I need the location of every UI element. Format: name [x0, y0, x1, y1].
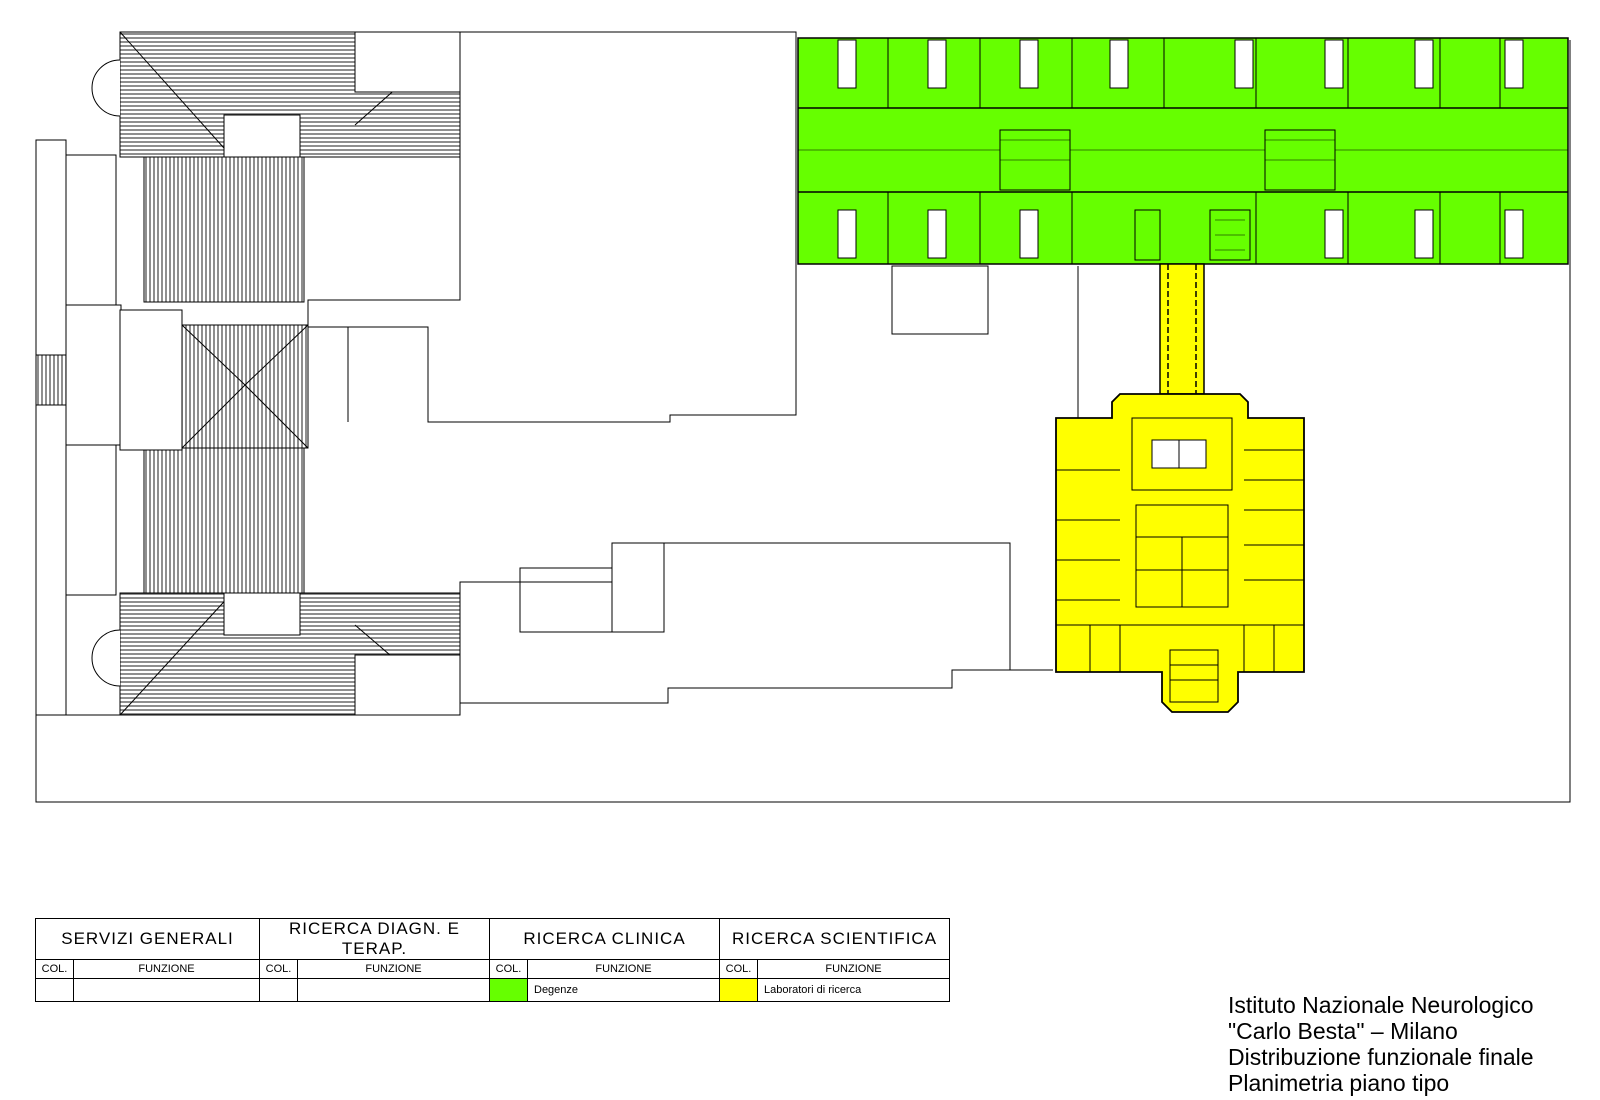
title-block: Istituto Nazionale Neurologico "Carlo Be… [1228, 992, 1534, 1096]
degenze-wing [797, 37, 1569, 265]
connector-corridor [1159, 263, 1205, 395]
legend-col-header: COL. [35, 959, 74, 979]
legend-table: SERVIZI GENERALI RICERCA DIAGN. E TERAP.… [35, 918, 950, 1002]
legend-group-title: SERVIZI GENERALI [35, 918, 260, 960]
laboratori-block [1055, 393, 1305, 713]
institute-location: "Carlo Besta" – Milano [1228, 1018, 1458, 1044]
legend-swatch [35, 978, 74, 1002]
legend-col-header: COL. [259, 959, 298, 979]
legend-function-laboratori: Laboratori di ricerca [757, 978, 950, 1002]
legend-function [297, 978, 490, 1002]
legend-func-header: FUNZIONE [73, 959, 260, 979]
legend-swatch-degenze [489, 978, 528, 1002]
legend-func-header: FUNZIONE [757, 959, 950, 979]
legend-swatch [259, 978, 298, 1002]
legend-group-title: RICERCA CLINICA [489, 918, 720, 960]
legend-col-header: COL. [719, 959, 758, 979]
legend-func-header: FUNZIONE [297, 959, 490, 979]
drawing-type: Planimetria piano tipo [1228, 1070, 1450, 1096]
other-buildings [307, 31, 1079, 704]
legend-group-title: RICERCA SCIENTIFICA [719, 918, 950, 960]
floor-plan [35, 31, 1571, 803]
historic-building [35, 31, 461, 716]
legend-function-degenze: Degenze [527, 978, 720, 1002]
legend-swatch-laboratori [719, 978, 758, 1002]
legend-group-title: RICERCA DIAGN. E TERAP. [259, 918, 490, 960]
institute-name: Istituto Nazionale Neurologico [1228, 992, 1534, 1018]
legend-func-header: FUNZIONE [527, 959, 720, 979]
legend-col-header: COL. [489, 959, 528, 979]
drawing-subject: Distribuzione funzionale finale [1228, 1044, 1534, 1070]
legend-function [73, 978, 260, 1002]
